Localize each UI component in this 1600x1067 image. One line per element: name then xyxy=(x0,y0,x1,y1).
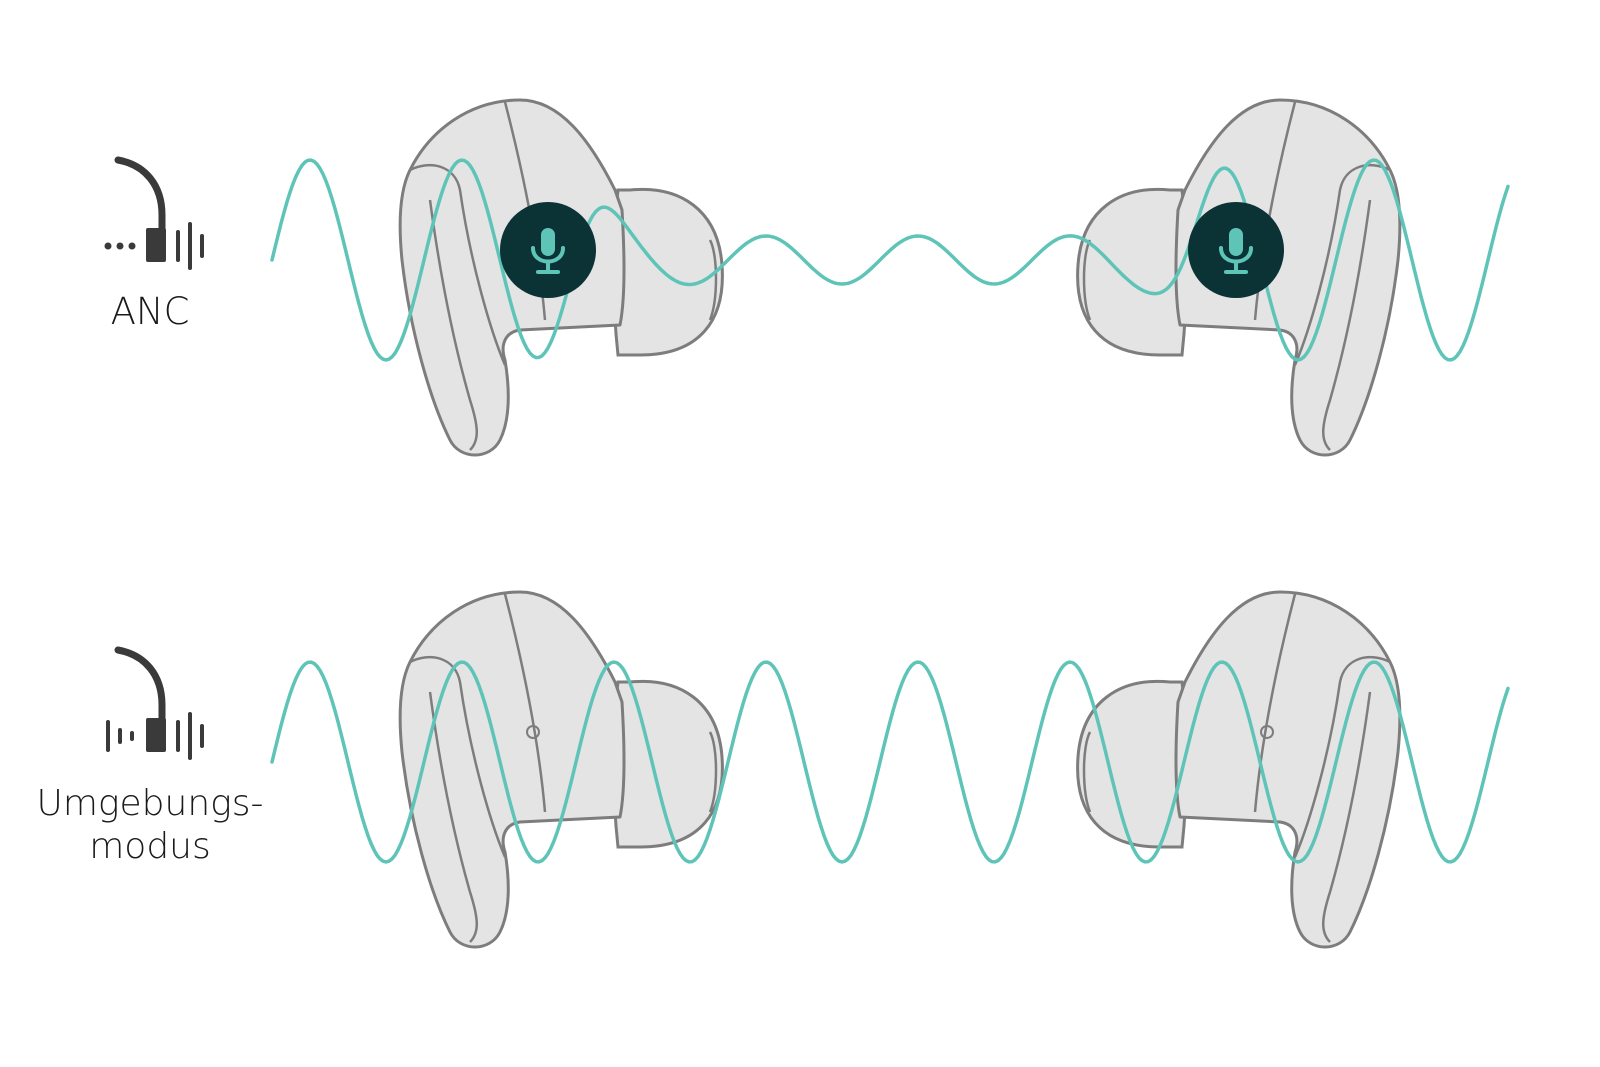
microphone-right xyxy=(1188,202,1284,298)
ambient-label-line1: Umgebungs- xyxy=(36,783,264,824)
anc-label: ANC xyxy=(70,290,230,334)
anc-label-text: ANC xyxy=(110,290,190,333)
sound-wave-anc xyxy=(270,158,1510,362)
anc-row xyxy=(104,98,1510,457)
mic-port xyxy=(1260,725,1274,739)
mic-port xyxy=(526,725,540,739)
earbud-right-ambient xyxy=(1076,590,1402,949)
headphone-ambient-icon xyxy=(106,646,204,760)
ambient-label-line2: modus xyxy=(89,826,211,868)
sound-wave-ambient xyxy=(270,660,1510,864)
headphone-anc-icon xyxy=(104,156,204,270)
earbud-left-ambient xyxy=(398,590,724,949)
microphone-left xyxy=(500,202,596,298)
ambient-label: Umgebungs- modus xyxy=(0,782,300,868)
ambient-row xyxy=(106,590,1510,949)
